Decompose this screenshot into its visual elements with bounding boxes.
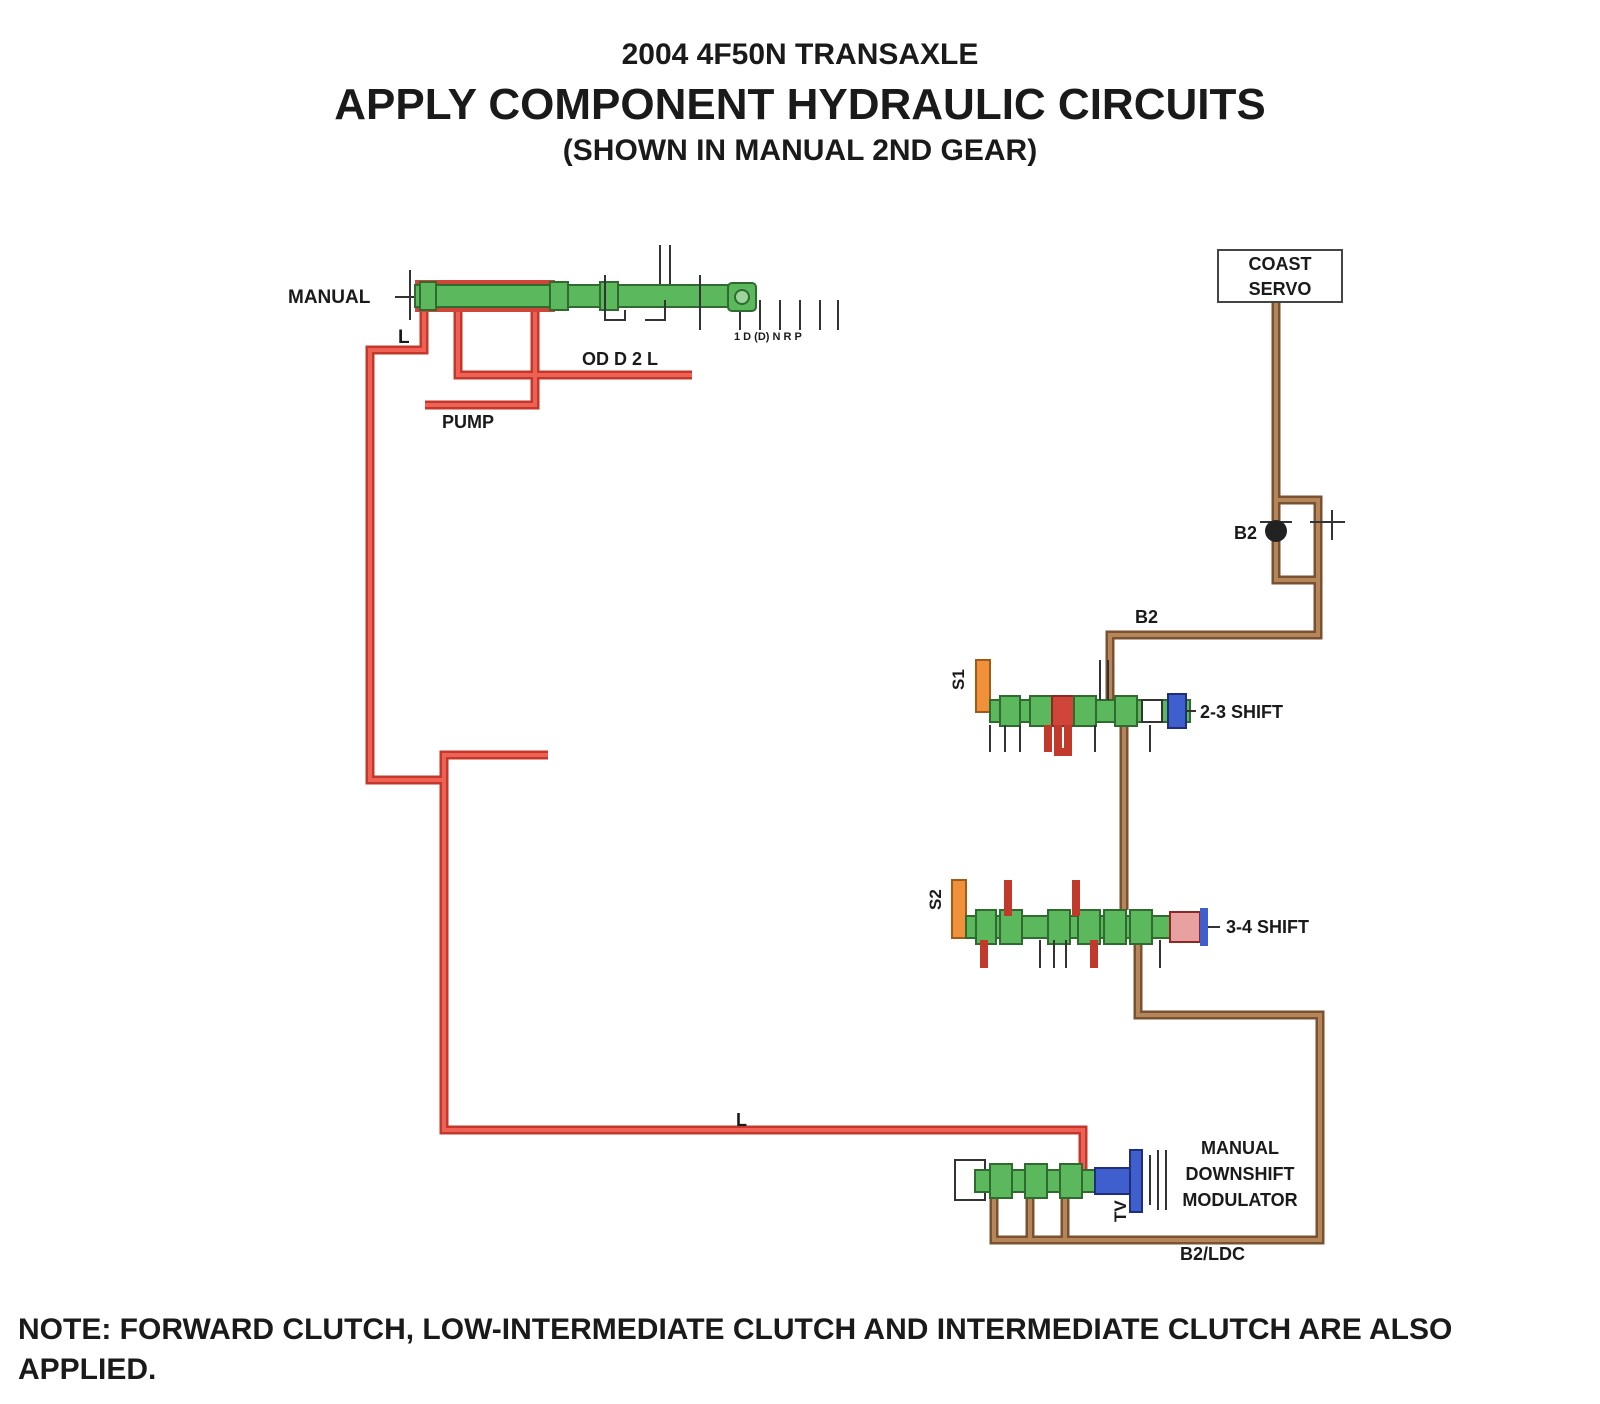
- header-subtitle: (SHOWN IN MANUAL 2ND GEAR): [562, 134, 1038, 167]
- shift-valve-3-4: [951, 879, 1220, 968]
- header-model: 2004 4F50N TRANSAXLE: [621, 38, 979, 71]
- header-title: APPLY COMPONENT HYDRAULIC CIRCUITS: [334, 80, 1266, 129]
- manual-valve-pin-icon: [734, 289, 750, 305]
- label-pump: PUMP: [442, 412, 494, 432]
- label-b2-ldc: B2/LDC: [1180, 1244, 1245, 1264]
- label-b2-line: B2: [1135, 607, 1158, 627]
- label-mdm-1: MANUAL: [1201, 1138, 1279, 1158]
- label-s2: S2: [926, 889, 945, 910]
- label-shift-3-4: 3-4 SHIFT: [1226, 917, 1309, 937]
- b2-line: [1105, 580, 1323, 700]
- manual-downshift-modulator-valve: [954, 1149, 1167, 1213]
- hydraulic-circuit-diagram: MANUAL L 1 D (D) N R P OD D 2 L PUMP COA…: [288, 245, 1345, 1264]
- pump-passage: [425, 312, 540, 410]
- label-od-d-2-l: OD D 2 L: [582, 349, 658, 369]
- l-branch: [439, 750, 548, 780]
- b2-check-ball: [1260, 510, 1345, 542]
- line-pressure-circuit: [365, 312, 1088, 1175]
- b2-circuit: [989, 300, 1325, 1245]
- label-l-top: L: [398, 327, 410, 348]
- label-coast-servo-1: COAST: [1249, 254, 1312, 274]
- label-coast-servo-2: SERVO: [1249, 279, 1312, 299]
- label-s1: S1: [949, 669, 968, 690]
- coast-servo-box: [1217, 249, 1343, 303]
- label-positions: 1 D (D) N R P: [734, 331, 802, 343]
- check-ball-icon: [1265, 520, 1287, 542]
- label-manual: MANUAL: [288, 287, 371, 308]
- manual-valve: [395, 245, 839, 330]
- l-passage: [365, 312, 1088, 1175]
- label-b2-check: B2: [1234, 523, 1257, 543]
- label-tv: TV: [1111, 1200, 1130, 1222]
- label-shift-2-3: 2-3 SHIFT: [1200, 702, 1283, 722]
- label-l-bottom: L: [736, 1110, 747, 1130]
- label-mdm-3: MODULATOR: [1182, 1190, 1297, 1210]
- footnote: NOTE: FORWARD CLUTCH, LOW-INTERMEDIATE C…: [18, 1313, 1453, 1386]
- shift-valve-2-3: [975, 659, 1196, 756]
- label-mdm-2: DOWNSHIFT: [1186, 1164, 1295, 1184]
